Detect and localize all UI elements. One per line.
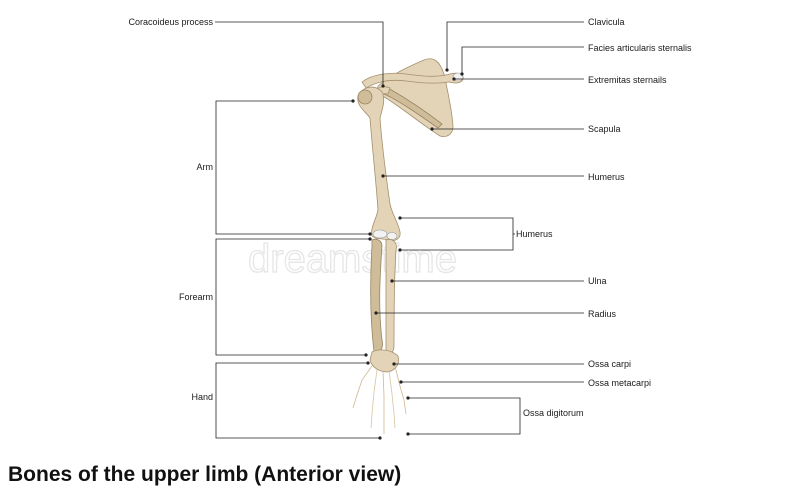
label-hand: Hand [191, 392, 213, 402]
leader-lines [215, 21, 584, 440]
label-ulna: Ulna [588, 276, 607, 286]
label-extremitas-sternalis: Extremitas sternails [588, 75, 667, 85]
label-ossa-metacarpi: Ossa metacarpi [588, 378, 651, 388]
humeral-head [357, 89, 373, 105]
label-coracoid: Coracoideus process [128, 17, 213, 27]
label-humerus-condyles: Humerus [516, 229, 553, 239]
labels: Coracoideus process Arm Forearm Hand Cla… [128, 17, 692, 418]
humerus-bone [357, 86, 401, 241]
radius-bone [370, 238, 383, 353]
label-clavicula: Clavicula [588, 17, 625, 27]
hand-bones [352, 365, 407, 434]
figure-title: Bones of the upper limb (Anterior view) [8, 463, 401, 486]
label-facies-articularis: Facies articularis sternalis [588, 43, 692, 53]
label-forearm: Forearm [179, 292, 213, 302]
skeleton-illustration [352, 58, 464, 434]
elbow-cartilage-2 [386, 232, 398, 240]
label-scapula: Scapula [588, 124, 621, 134]
watermark: dreamstime [248, 237, 457, 281]
elbow-cartilage [372, 229, 388, 239]
ulna-bone [385, 239, 397, 355]
scapula-spine [383, 87, 443, 129]
label-ossa-digitorum: Ossa digitorum [523, 408, 584, 418]
label-humerus-shaft: Humerus [588, 172, 625, 182]
scapula-bone [377, 58, 454, 137]
label-ossa-carpi: Ossa carpi [588, 359, 631, 369]
label-radius: Radius [588, 309, 617, 319]
label-arm: Arm [197, 162, 214, 172]
carpal-bones [369, 349, 399, 373]
